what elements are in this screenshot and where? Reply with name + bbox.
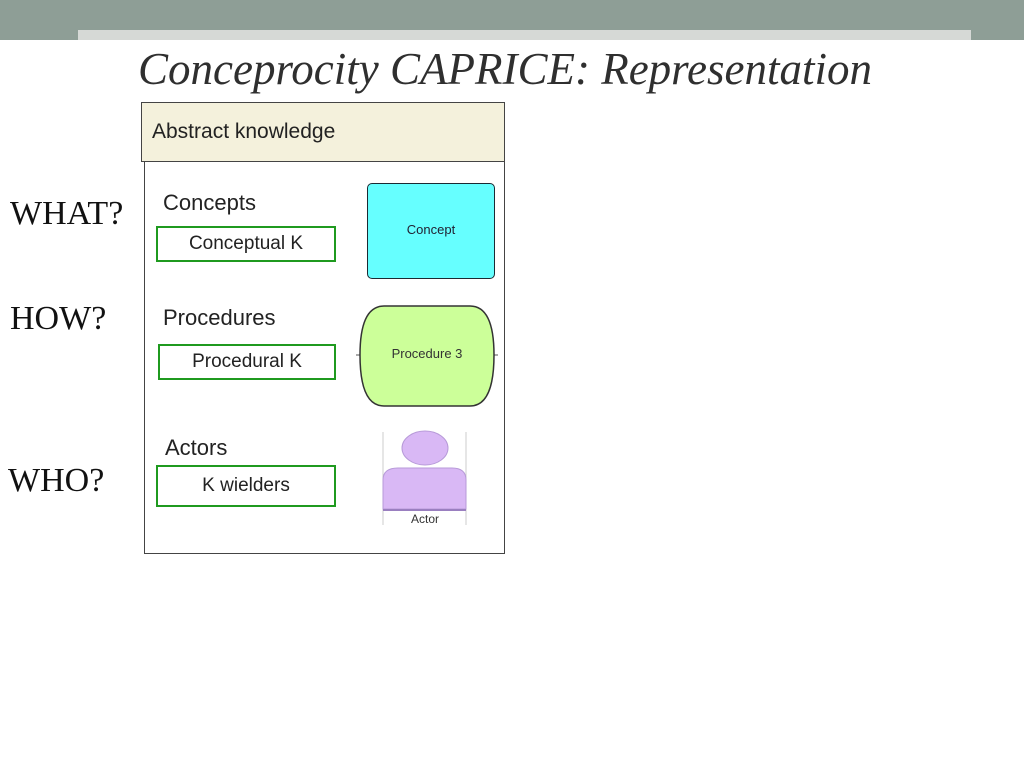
procedure-shape: Procedure 3: [356, 305, 498, 407]
concept-shape: Concept: [367, 183, 495, 279]
procedural-k-box: Procedural K: [158, 344, 336, 380]
panel-header: Abstract knowledge: [141, 102, 505, 162]
who-question: WHO?: [8, 462, 105, 499]
concepts-label: Concepts: [163, 190, 256, 215]
actor-label: Actor: [411, 512, 439, 526]
actor-icon: Actor: [382, 430, 467, 526]
slide-title: Conceprocity CAPRICE: Representation: [138, 44, 872, 94]
procedure-shape-label: Procedure 3: [392, 346, 463, 361]
conceptual-k-box: Conceptual K: [156, 226, 336, 262]
panel-header-label: Abstract knowledge: [152, 120, 336, 143]
conceptual-k-label: Conceptual K: [188, 233, 304, 254]
procedural-k-label: Procedural K: [192, 351, 302, 372]
k-wielders-label: K wielders: [202, 475, 290, 496]
top-accent-bar: [78, 30, 971, 40]
how-question: HOW?: [10, 300, 107, 337]
k-wielders-box: K wielders: [156, 465, 336, 507]
actors-label: Actors: [165, 435, 228, 460]
concept-shape-label: Concept: [406, 222, 456, 237]
procedures-label: Procedures: [163, 305, 276, 330]
what-question: WHAT?: [10, 195, 124, 232]
